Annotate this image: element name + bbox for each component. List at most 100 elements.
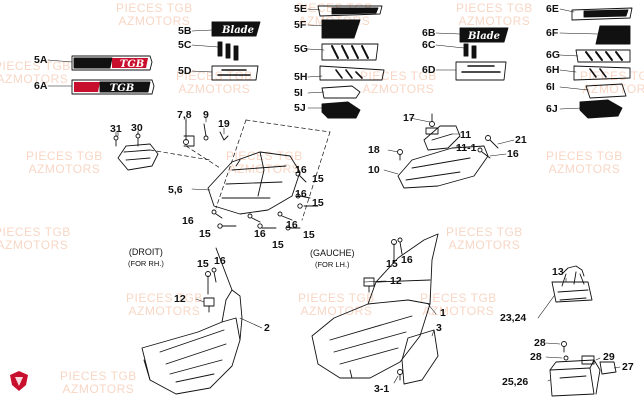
callout-5d: 5D xyxy=(178,65,192,77)
decal-5c xyxy=(217,41,239,61)
callout-16: 16 xyxy=(295,188,307,200)
callout-5c: 5C xyxy=(178,39,192,51)
callout-21: 21 xyxy=(515,134,527,146)
decal-6h xyxy=(573,65,631,81)
callout-15: 15 xyxy=(312,173,324,185)
callout-6h: 6H xyxy=(546,64,560,76)
decal-6f xyxy=(595,25,631,45)
decal-5h xyxy=(319,65,385,81)
callout-6j: 6J xyxy=(546,103,558,115)
callout-16: 16 xyxy=(182,215,194,227)
callout-11: 11 xyxy=(460,129,472,141)
part-30-31-bracket xyxy=(113,131,159,171)
decal-5g xyxy=(321,43,379,61)
callout-17: 17 xyxy=(403,112,415,124)
callout-6d: 6D xyxy=(422,64,436,76)
callout-5e: 5E xyxy=(294,3,307,15)
callout-16: 16 xyxy=(254,228,266,240)
callout-15: 15 xyxy=(199,228,211,240)
callout-5h: 5H xyxy=(294,71,308,83)
callout-5b: 5B xyxy=(178,25,192,37)
callout-27: 27 xyxy=(622,361,634,373)
part-11-bracket xyxy=(423,113,461,151)
callout-6f: 6F xyxy=(546,27,559,39)
decal-5a: TGB xyxy=(71,55,153,71)
fasteners-15-16-12-left xyxy=(363,237,403,381)
brand-shield-logo xyxy=(10,371,28,391)
callout-16: 16 xyxy=(295,164,307,176)
callout-7-8: 7,8 xyxy=(177,109,192,121)
decal-5e xyxy=(317,5,383,17)
callout-6a: 6A xyxy=(34,80,48,92)
part-5-6-fender xyxy=(207,151,301,215)
callout-5j: 5J xyxy=(294,102,306,114)
callout-15: 15 xyxy=(312,197,324,209)
svg-text:TGB: TGB xyxy=(120,59,144,70)
callout-10: 10 xyxy=(368,164,380,176)
decal-6e xyxy=(571,7,633,21)
decal-6a: TGB xyxy=(71,79,155,95)
decal-5j xyxy=(321,101,361,119)
callout-31: 31 xyxy=(110,123,122,135)
callout-23-24: 23,24 xyxy=(500,312,527,324)
callout-15: 15 xyxy=(272,239,284,251)
callout-16: 16 xyxy=(507,148,519,160)
callout-5-6: 5,6 xyxy=(168,184,183,196)
callout-11-1: 11-1 xyxy=(456,142,477,154)
decal-5f xyxy=(321,19,361,39)
callout-6g: 6G xyxy=(546,49,561,61)
note-left-side: (GAUCHE)(FOR LH.) xyxy=(310,248,355,269)
decal-leaders xyxy=(47,8,599,110)
callout-5f: 5F xyxy=(294,19,307,31)
callout-30: 30 xyxy=(131,122,143,134)
decal-6b: Blade xyxy=(459,27,509,43)
callout-5a: 5A xyxy=(34,54,48,66)
callout-16: 16 xyxy=(214,255,226,267)
callout-5g: 5G xyxy=(294,43,309,55)
callout-19: 19 xyxy=(218,118,230,130)
part-1-left-footwell xyxy=(311,233,439,379)
callout-5i: 5I xyxy=(294,87,303,99)
callout-18: 18 xyxy=(368,144,380,156)
callout-16: 16 xyxy=(286,219,298,231)
callout-16: 16 xyxy=(401,254,413,266)
decal-6i xyxy=(585,83,627,99)
decal-6d xyxy=(455,61,507,81)
part-3-left-panel xyxy=(401,329,439,385)
callout-1: 1 xyxy=(440,307,446,319)
decal-6g xyxy=(575,49,631,63)
decal-5i xyxy=(321,85,361,99)
callout-3-1: 3-1 xyxy=(374,383,390,395)
decal-6j xyxy=(579,99,623,119)
svg-text:Blade: Blade xyxy=(221,25,254,36)
part-25-26-box xyxy=(549,359,601,397)
callout-28: 28 xyxy=(530,351,542,363)
callout-12: 12 xyxy=(390,275,402,287)
bolts-16-15-front xyxy=(211,171,319,231)
callout-15: 15 xyxy=(197,258,209,270)
callout-2: 2 xyxy=(264,322,270,334)
callout-13: 13 xyxy=(552,266,564,278)
callout-3: 3 xyxy=(436,322,442,334)
decal-5b: Blade xyxy=(211,21,261,37)
decal-6c xyxy=(463,43,477,59)
callout-29: 29 xyxy=(603,351,615,363)
callout-6e: 6E xyxy=(546,3,559,15)
callout-6c: 6C xyxy=(422,39,436,51)
assembly-guide xyxy=(149,119,331,221)
fasteners-15-16-12-right xyxy=(203,267,217,313)
callout-6i: 6I xyxy=(546,81,555,93)
part-2-right-footwell xyxy=(141,247,243,395)
note-right-side: (DROIT)(FOR RH.) xyxy=(128,247,164,268)
fasteners-28-29-27 xyxy=(561,341,617,375)
callout-15: 15 xyxy=(303,229,315,241)
decal-5d xyxy=(211,65,259,81)
part-23-24-box-lid xyxy=(551,265,593,303)
callout-6b: 6B xyxy=(422,27,436,39)
svg-text:Blade: Blade xyxy=(467,31,500,42)
callout-15: 15 xyxy=(386,258,398,270)
callout-28: 28 xyxy=(534,337,546,349)
callout-leaders xyxy=(117,117,621,384)
